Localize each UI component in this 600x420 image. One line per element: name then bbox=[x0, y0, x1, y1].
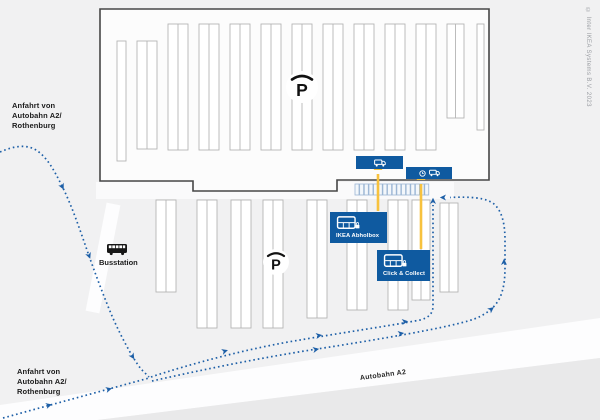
clock-icon bbox=[418, 169, 426, 177]
parking-badge-upper: P bbox=[286, 71, 318, 103]
route-arrowhead bbox=[85, 251, 94, 260]
parking-letter-lower: P bbox=[271, 258, 281, 274]
approach-bottom-line3: Rothenburg bbox=[17, 387, 61, 396]
route-loop bbox=[151, 196, 506, 382]
pickup-bay bbox=[410, 183, 416, 196]
route-entry-bottom bbox=[2, 377, 150, 419]
approach-bottom-line1: Anfahrt von bbox=[17, 367, 61, 376]
pickup-bay bbox=[387, 183, 392, 196]
parking-strip bbox=[116, 40, 127, 162]
approach-label-bottom: Anfahrt von Autobahn A2/ Rothenburg bbox=[17, 367, 67, 397]
approach-label-top: Anfahrt von Autobahn A2/ Rothenburg bbox=[12, 101, 62, 131]
route-arrowhead bbox=[312, 345, 320, 353]
pickup-bay bbox=[424, 183, 430, 196]
abholbox-label: IKEA Abholbox bbox=[336, 233, 380, 239]
pickup-bay bbox=[354, 183, 360, 196]
parking-roof-icon bbox=[266, 252, 286, 258]
pickup-bay bbox=[359, 183, 365, 196]
pickup-lane-van-bar bbox=[356, 156, 403, 169]
pickup-bay bbox=[382, 183, 388, 196]
pickup-bay bbox=[363, 183, 369, 196]
route-to-pickup bbox=[150, 205, 434, 378]
pickup-lockers-icon bbox=[383, 254, 407, 267]
pickup-lockers-icon bbox=[336, 216, 360, 229]
pickup-bay bbox=[415, 183, 420, 196]
pickup-bay bbox=[391, 183, 397, 196]
padlock-icon bbox=[355, 222, 360, 229]
pickup-bay bbox=[396, 183, 402, 196]
route-entry-top bbox=[0, 145, 150, 378]
click-collect-label: Click & Collect bbox=[383, 271, 426, 277]
pickup-bay bbox=[368, 183, 374, 196]
parking-letter-upper: P bbox=[296, 80, 308, 100]
parking-roof-icon bbox=[290, 74, 314, 81]
approach-top-line2: Autobahn A2/ bbox=[12, 111, 62, 120]
pickup-bay bbox=[405, 183, 411, 196]
pickup-lane-timed-bar bbox=[406, 167, 452, 179]
pickup-bay bbox=[401, 183, 406, 196]
click-collect-panel: Click & Collect bbox=[377, 250, 430, 281]
abholbox-panel: IKEA Abholbox bbox=[330, 212, 387, 243]
pickup-bay-strip bbox=[354, 183, 430, 196]
route-arrowhead bbox=[58, 182, 67, 191]
approach-top-line1: Anfahrt von bbox=[12, 101, 56, 110]
bus-icon bbox=[107, 244, 127, 256]
delivery-van-icon bbox=[373, 159, 386, 167]
approach-top-line3: Rothenburg bbox=[12, 121, 56, 130]
approach-bottom-line2: Autobahn A2/ bbox=[17, 377, 67, 386]
roadside-area bbox=[0, 358, 600, 420]
parking-strip bbox=[476, 23, 485, 131]
autobahn-road bbox=[0, 318, 600, 420]
copyright-label: © Inter IKEA Systems B.V. 2023 bbox=[585, 8, 591, 107]
delivery-van-icon bbox=[428, 169, 440, 177]
busstation-road bbox=[85, 202, 121, 314]
route-arrowhead bbox=[128, 352, 137, 361]
parking-badge-lower: P bbox=[263, 249, 289, 275]
busstation-label: Busstation bbox=[99, 258, 138, 267]
route-arrowhead bbox=[221, 347, 229, 355]
padlock-icon bbox=[402, 260, 407, 267]
route-arrowhead bbox=[501, 258, 507, 265]
